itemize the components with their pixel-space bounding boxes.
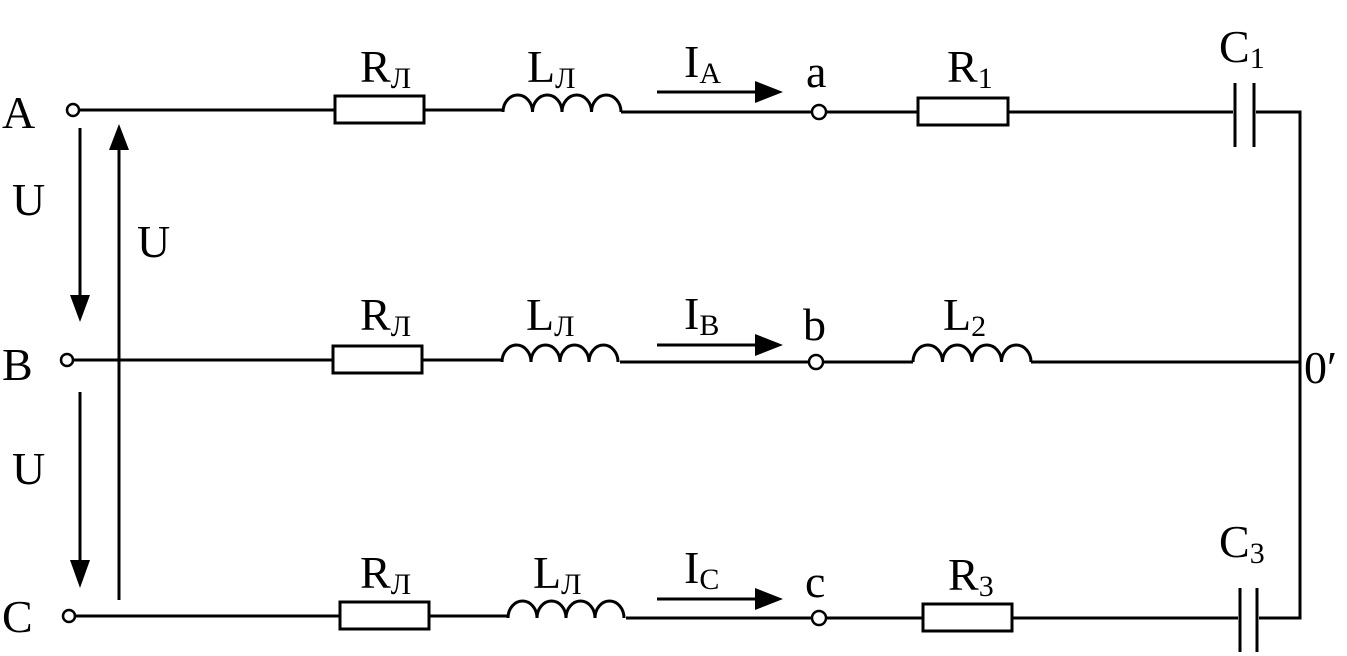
phase-a-line-resistor bbox=[333, 94, 426, 125]
phase-a-source-terminal bbox=[65, 102, 81, 118]
phase-c-wire bbox=[75, 362, 1302, 620]
node-c-label: c bbox=[805, 556, 825, 607]
phase-c-label: C bbox=[2, 591, 33, 642]
phase-b-branch bbox=[59, 343, 1300, 375]
phase-a-wire bbox=[78, 108, 1302, 362]
current-a-label: IA bbox=[684, 36, 721, 90]
phase-c-line-l-label: LЛ bbox=[533, 547, 581, 601]
voltage-bc-label: U bbox=[12, 443, 45, 494]
phase-c-branch bbox=[61, 362, 1302, 652]
phase-a-line-inductor bbox=[501, 93, 623, 113]
phase-b-label: B bbox=[2, 339, 33, 390]
load-l2-inductor bbox=[911, 343, 1033, 363]
node-b-label: b bbox=[803, 299, 826, 350]
voltage-ab-label: U bbox=[12, 174, 45, 225]
load-r1-label: R1 bbox=[947, 41, 993, 95]
phase-b-wire bbox=[72, 358, 1300, 364]
current-c-label: IC bbox=[684, 542, 719, 596]
phase-a-branch bbox=[65, 83, 1302, 362]
phase-b-source-terminal bbox=[59, 352, 75, 368]
phase-b-line-l-label: LЛ bbox=[526, 289, 574, 343]
load-r1-resistor bbox=[916, 96, 1010, 127]
phase-b-line-resistor bbox=[331, 344, 424, 375]
labels: A B C U U U RЛ LЛ IA a R1 C1 RЛ LЛ IB b … bbox=[2, 21, 1337, 642]
phase-b-line-inductor bbox=[500, 343, 620, 363]
phase-a-line-l-label: LЛ bbox=[527, 41, 575, 95]
voltage-arrow-ab-head bbox=[70, 295, 90, 322]
voltage-arrows bbox=[70, 124, 129, 600]
load-c1-label: C1 bbox=[1219, 21, 1265, 75]
phase-a-line-r-label: RЛ bbox=[360, 41, 411, 95]
phase-a-label: A bbox=[2, 87, 35, 138]
node-a-label: a bbox=[806, 46, 826, 97]
voltage-ca-label: U bbox=[137, 216, 170, 267]
phase-c-line-r-label: RЛ bbox=[360, 547, 411, 601]
current-arrow-b-head bbox=[755, 334, 783, 356]
load-r3-label: R3 bbox=[948, 549, 994, 603]
phase-c-node-terminal bbox=[810, 609, 828, 627]
phase-c-line-resistor bbox=[338, 600, 431, 631]
current-b-label: IB bbox=[684, 288, 719, 342]
phase-a-node-terminal bbox=[810, 103, 828, 121]
voltage-arrow-bc-head bbox=[70, 560, 90, 588]
load-c3-label: C3 bbox=[1219, 516, 1265, 570]
load-l2-label: L2 bbox=[943, 289, 986, 343]
phase-c-source-terminal bbox=[61, 608, 77, 624]
load-c1-capacitor bbox=[1233, 83, 1256, 147]
current-arrow-c-head bbox=[755, 588, 783, 610]
neutral-point-label: 0′ bbox=[1304, 342, 1337, 393]
load-r3-resistor bbox=[921, 602, 1014, 633]
phase-c-line-inductor bbox=[506, 599, 626, 619]
voltage-arrow-ca-head bbox=[109, 124, 129, 150]
phase-b-node-terminal bbox=[807, 353, 825, 371]
phase-b-line-r-label: RЛ bbox=[360, 289, 411, 343]
load-c3-capacitor bbox=[1238, 588, 1259, 652]
current-arrow-a-head bbox=[755, 81, 783, 103]
current-arrows bbox=[657, 81, 783, 610]
